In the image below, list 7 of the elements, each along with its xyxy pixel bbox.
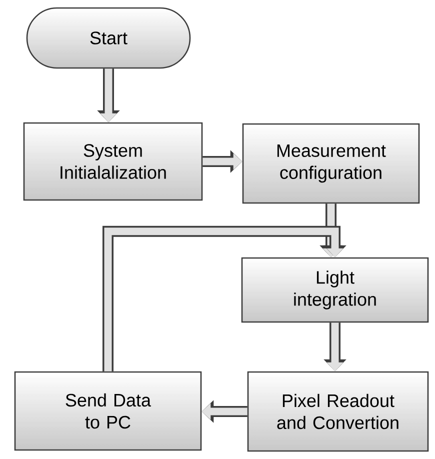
start-terminal: Start [26,7,191,69]
process-box: Light integration [241,257,429,323]
process-box: Send Data to PC [14,371,202,451]
process-box: Measurement configuration [242,123,420,204]
process-box: System Initialalization [23,122,203,201]
process-box: Pixel Readout and Convertion [247,371,429,452]
block-arrow [102,226,346,372]
